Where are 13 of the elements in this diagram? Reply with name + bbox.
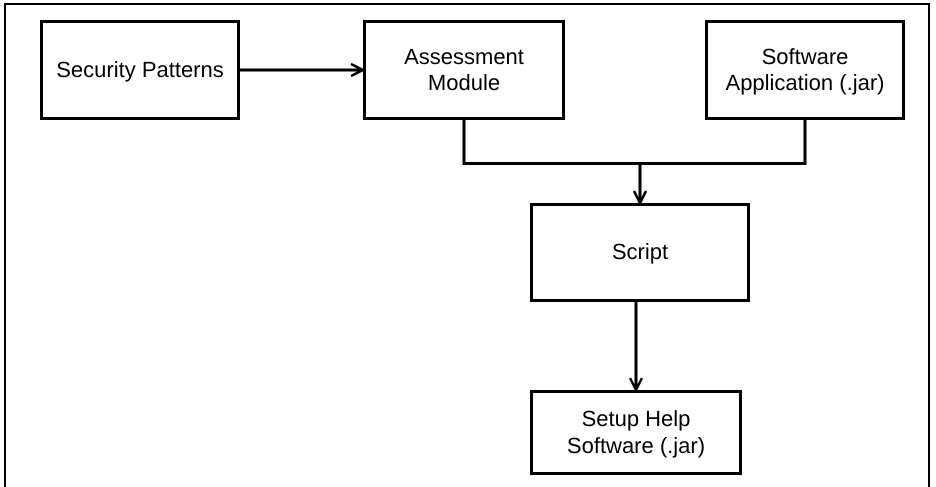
arrow — [628, 302, 644, 392]
box-label: Setup Help Software (.jar) — [566, 406, 706, 459]
process-box — [363, 20, 565, 120]
process-box — [530, 203, 750, 302]
process-box — [705, 20, 905, 120]
box-label: Security Patterns — [56, 56, 224, 84]
box-label: Assessment Module — [403, 44, 525, 96]
box-label: Script — [612, 239, 668, 266]
process-box — [530, 390, 742, 475]
box-label: Software Application (.jar) — [724, 44, 886, 96]
arrow — [632, 120, 806, 204]
arrow — [240, 62, 364, 78]
process-box — [40, 20, 240, 120]
